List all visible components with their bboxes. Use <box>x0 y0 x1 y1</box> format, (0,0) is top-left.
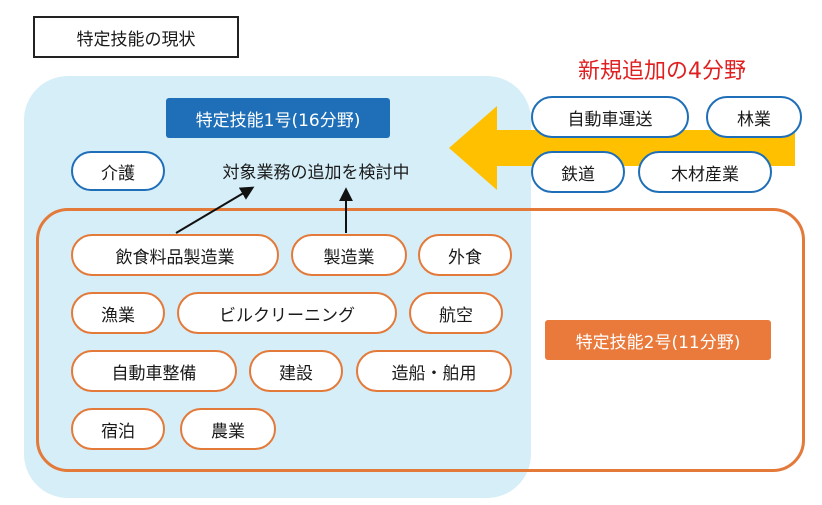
new-fields-arrow <box>449 106 795 190</box>
field-kaigo: 介護 <box>71 151 165 191</box>
field-nougyou: 農業 <box>180 408 276 450</box>
connector-arrow-inshokuryouhin <box>175 186 255 234</box>
field-seizougyou: 製造業 <box>291 234 407 276</box>
field-zousen-hakuyou: 造船・舶用 <box>356 350 512 392</box>
tokutei1-label: 特定技能1号(16分野) <box>166 98 390 138</box>
tokutei2-label: 特定技能2号(11分野) <box>545 320 771 360</box>
new-field-mokuzai-sangyou: 木材産業 <box>638 151 772 193</box>
field-jidousha-seibi: 自動車整備 <box>71 350 237 392</box>
tokutei2-region <box>36 208 805 472</box>
diagram-title: 特定技能の現状 <box>33 16 239 58</box>
field-biru-kuriiningu: ビルクリーニング <box>177 292 397 334</box>
new-fields-heading: 新規追加の4分野 <box>578 59 746 84</box>
field-inshokuryouhin-seizougyou: 飲食料品製造業 <box>71 234 279 276</box>
new-field-ringyou: 林業 <box>706 96 802 138</box>
new-field-tetsudou: 鉄道 <box>531 151 625 193</box>
field-kensetsu: 建設 <box>249 350 343 392</box>
new-field-jidousha-unsou: 自動車運送 <box>531 96 689 138</box>
field-shukuhaku: 宿泊 <box>71 408 165 450</box>
field-koukuu: 航空 <box>409 292 503 334</box>
expansion-note: 対象業務の追加を検討中 <box>222 162 410 183</box>
field-gyogyou: 漁業 <box>71 292 165 334</box>
field-gaishoku: 外食 <box>418 234 512 276</box>
